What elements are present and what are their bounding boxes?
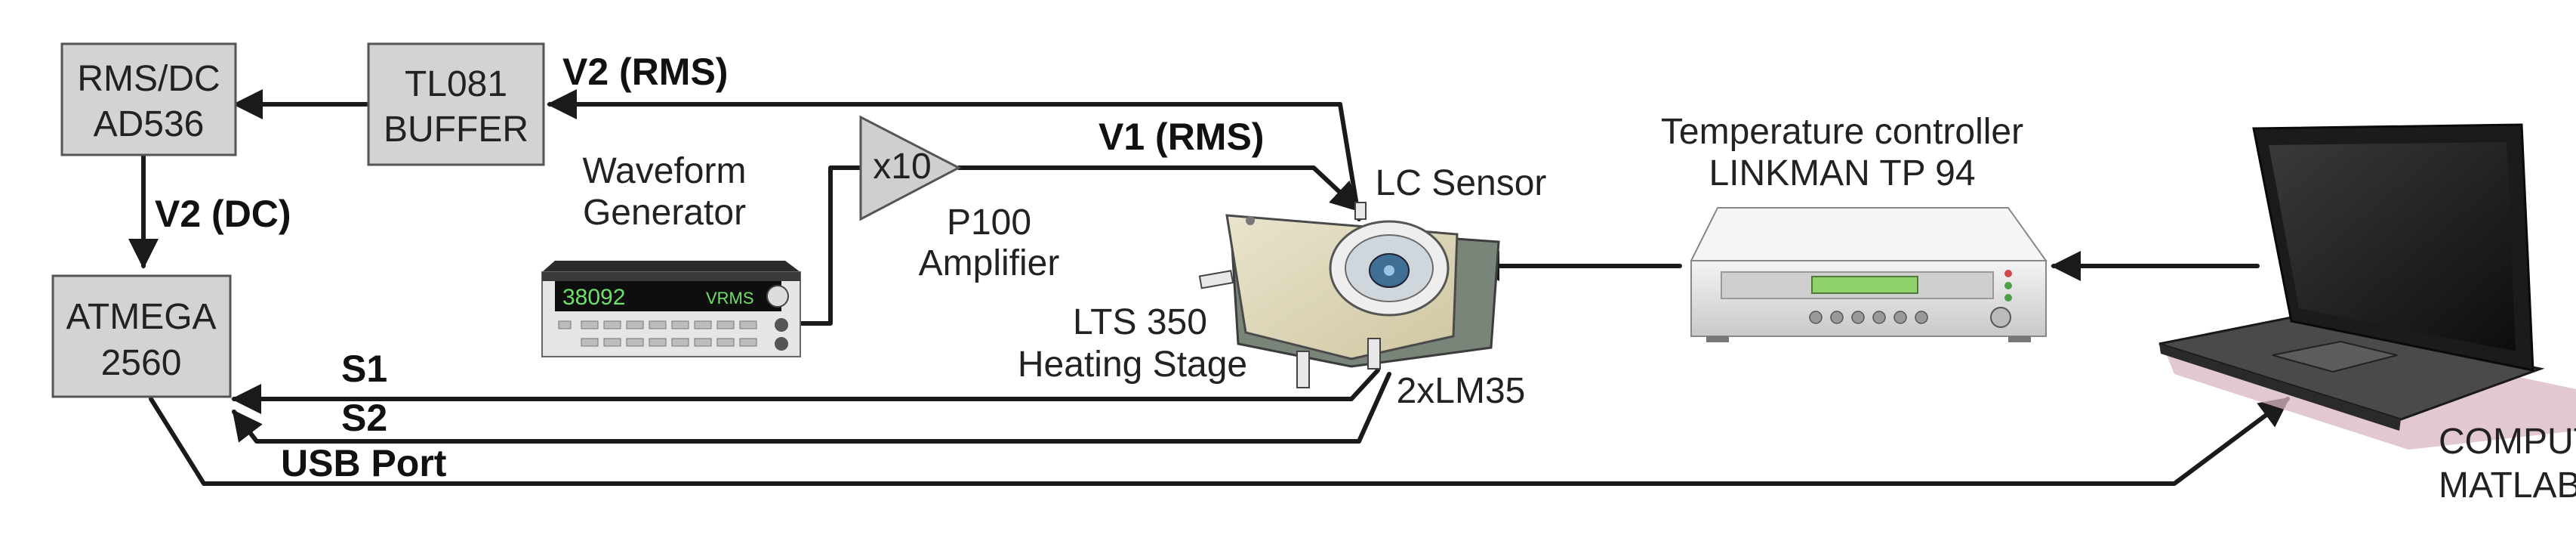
- heating-stage-line2: Heating Stage: [1018, 345, 1247, 385]
- wire-gen-to-amp: [798, 165, 863, 326]
- computer-line1: COMPUTER: [2439, 422, 2576, 462]
- wires: [128, 89, 2291, 486]
- computer-line2: MATLAB: [2439, 465, 2576, 506]
- block-atmega-line2: 2560: [101, 343, 182, 383]
- amplifier: x10 P100 Amplifier: [859, 115, 1060, 283]
- signal-s1: S1: [341, 348, 387, 390]
- temperature-controller-line1: Temperature controller: [1661, 112, 2023, 152]
- block-rms-dc-line2: AD536: [94, 104, 205, 144]
- wire-s1: [231, 368, 1380, 414]
- generator-line1: Waveform: [583, 151, 747, 191]
- temperature-controller-line2: LINKMAN TP 94: [1709, 153, 1975, 193]
- generator-output-1: [775, 318, 788, 332]
- heating-stage-line1: LTS 350: [1073, 302, 1207, 342]
- generator-knob: [766, 285, 789, 308]
- amplifier-line2: Amplifier: [919, 243, 1060, 283]
- generator-display-unit: VRMS: [706, 289, 754, 308]
- wire-s2: [232, 372, 1391, 444]
- block-tl081-line1: TL081: [405, 64, 507, 104]
- signal-v1-rms: V1 (RMS): [1098, 116, 1264, 158]
- computer-screen: [2269, 142, 2516, 351]
- temperature-controller: Temperature controller LINKMAN TP 94: [1661, 112, 2048, 342]
- block-tl081: TL081 BUFFER: [367, 42, 545, 166]
- signal-v2-dc: V2 (DC): [155, 193, 291, 235]
- generator-display-value: 38092: [562, 285, 625, 310]
- amplifier-gain: x10: [873, 147, 931, 187]
- generator-buttons: [558, 320, 757, 347]
- lc-sensor-label: LC Sensor: [1376, 163, 1547, 203]
- waveform-generator: Waveform Generator 38092 VRMS: [541, 151, 801, 357]
- signal-usb: USB Port: [281, 442, 447, 484]
- wire-usb: [149, 397, 2291, 486]
- block-rms-dc-line1: RMS/DC: [77, 59, 220, 99]
- computer: COMPUTER MATLAB: [2158, 123, 2576, 506]
- signal-v2-rms: V2 (RMS): [562, 51, 728, 93]
- lm35-label: 2xLM35: [1397, 371, 1526, 411]
- signal-labels: V2 (RMS) V1 (RMS) V2 (DC) S1 S2 USB Port: [155, 51, 1264, 484]
- signal-s2: S2: [341, 397, 387, 439]
- generator-display: [555, 281, 781, 311]
- wire-v1-rms: [957, 165, 1361, 212]
- block-atmega: ATMEGA 2560: [51, 274, 232, 398]
- controller-display: [1811, 276, 1918, 294]
- heating-stage: LTS 350 Heating Stage LC Sensor 2xLM35: [1018, 163, 1547, 411]
- block-rms-dc: RMS/DC AD536: [60, 42, 237, 156]
- block-tl081-line2: BUFFER: [384, 110, 528, 150]
- amplifier-line1: P100: [947, 203, 1031, 243]
- controller-buttons: [1809, 311, 1928, 324]
- generator-line2: Generator: [583, 193, 746, 233]
- generator-output-2: [775, 337, 788, 351]
- computer-trackpad: [2272, 340, 2398, 373]
- block-atmega-line1: ATMEGA: [66, 297, 216, 337]
